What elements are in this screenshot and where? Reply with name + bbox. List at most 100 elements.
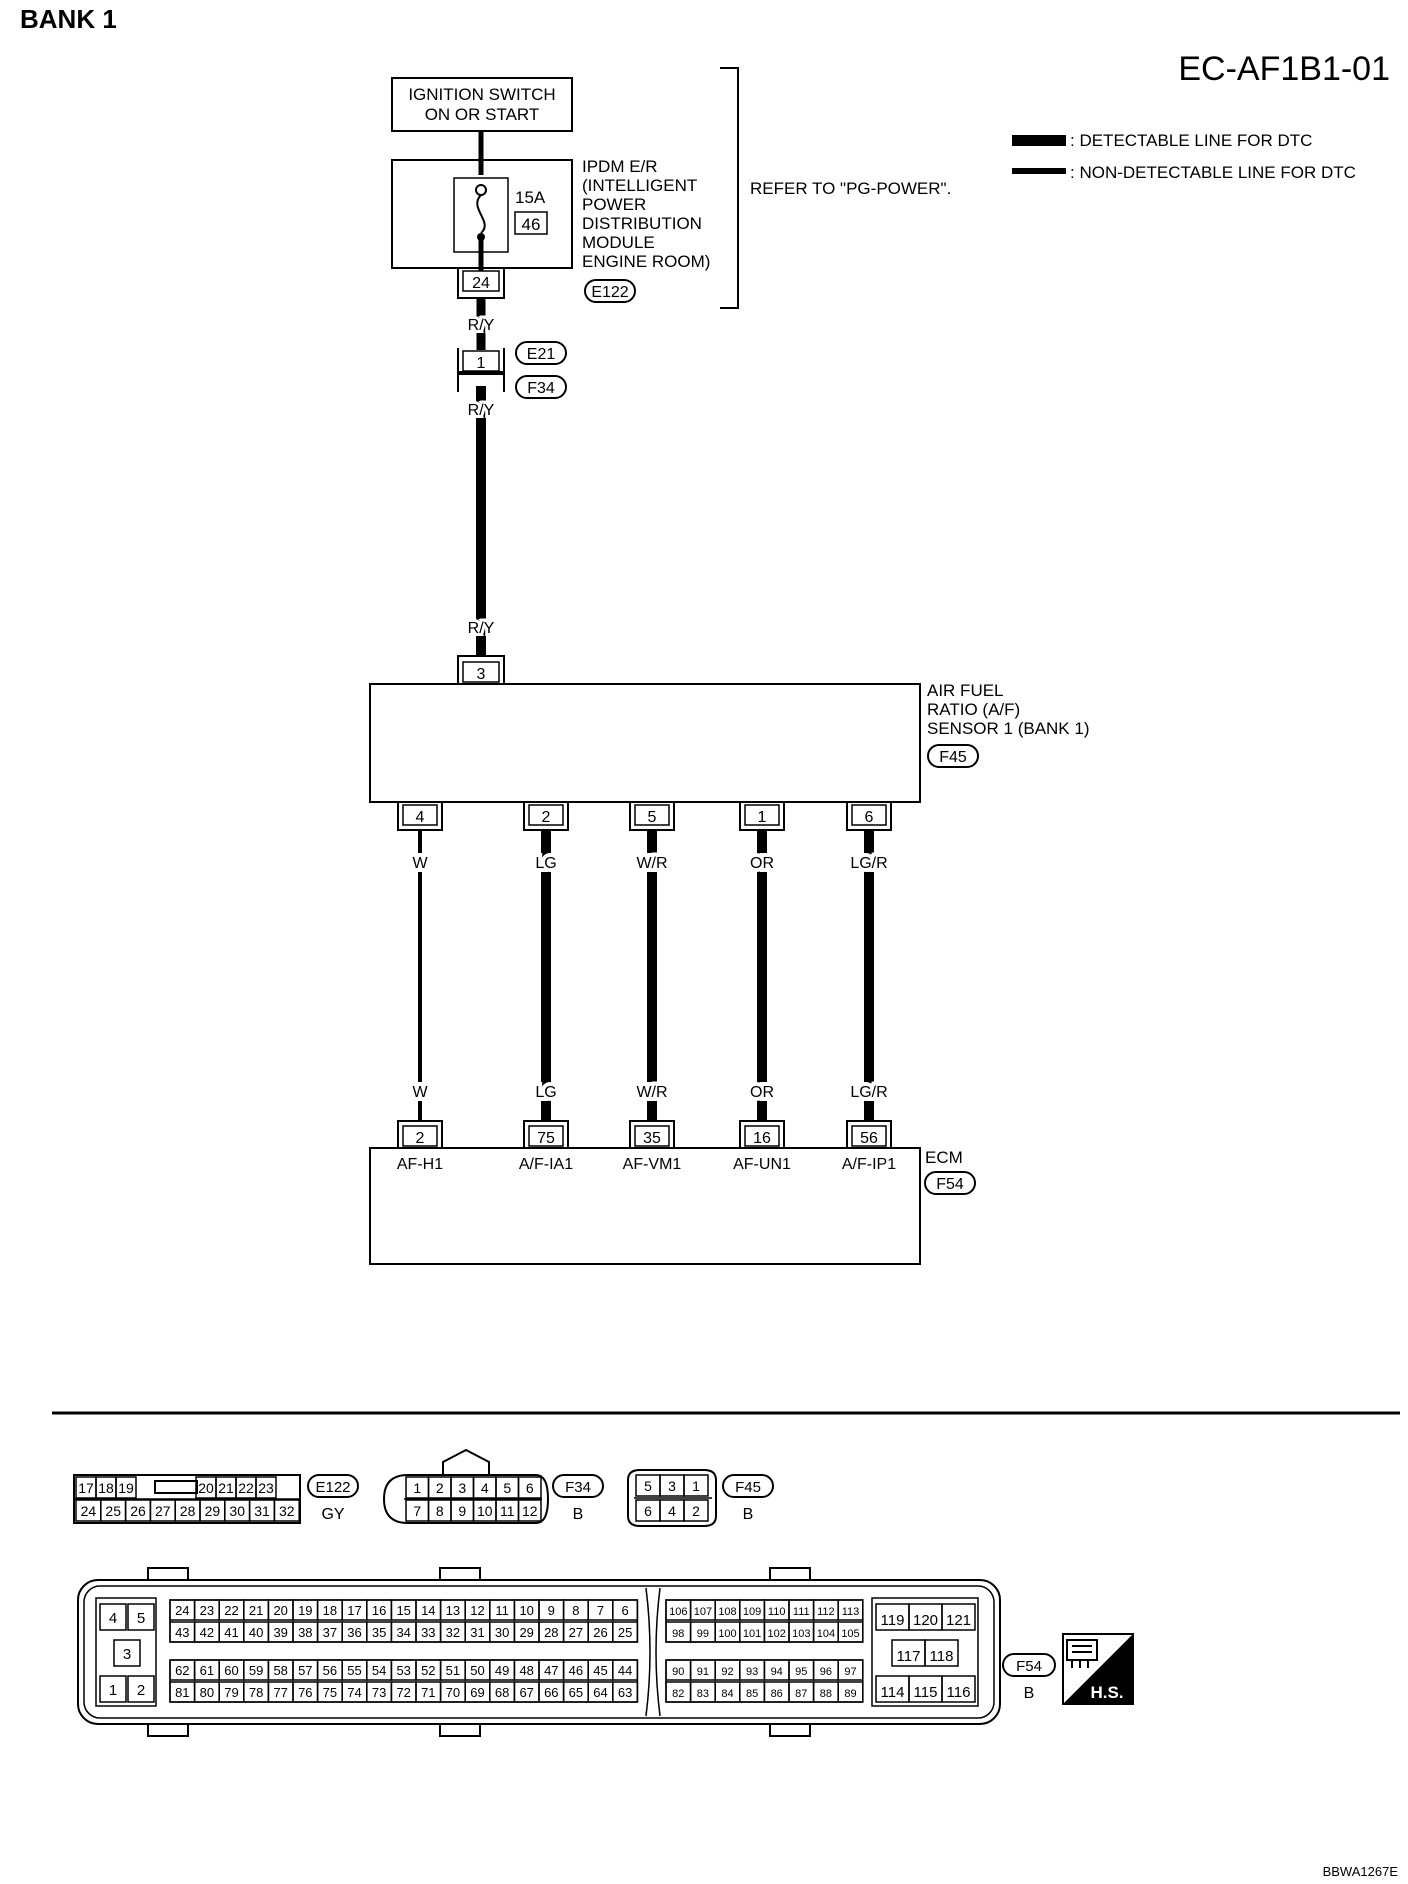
cavity-number: 74 (347, 1685, 361, 1700)
e122-blank-cavity (154, 1480, 198, 1494)
sensor-pin-number: 5 (648, 809, 657, 826)
cavity-number: 61 (200, 1663, 214, 1678)
cavity-number: 116 (947, 1684, 971, 1701)
cavity-number: 64 (593, 1685, 607, 1700)
cavity-number: 27 (155, 1503, 171, 1519)
sensor-pin: 4 (397, 802, 443, 831)
wire-color-bottom: LG (535, 1084, 556, 1101)
ipdm-er-module: 15A 46 (391, 159, 573, 269)
cavity-number: 54 (372, 1663, 386, 1678)
cavity-number: 91 (697, 1666, 709, 1678)
wire-color-top: LG/R (850, 855, 887, 872)
cavity-number: 10 (519, 1603, 533, 1618)
cavity (941, 1675, 976, 1703)
cavity-number: 63 (618, 1685, 632, 1700)
cavity-number: 56 (323, 1663, 337, 1678)
cavity-number: 110 (768, 1606, 786, 1618)
sensor-pin-number: 1 (758, 809, 767, 826)
cavity (517, 1499, 542, 1522)
cavity-number: 31 (254, 1503, 270, 1519)
cavity-number: 17 (78, 1480, 94, 1496)
cavity-number: 25 (105, 1503, 121, 1519)
cavity-number: 70 (446, 1685, 460, 1700)
cavity-number: 32 (446, 1625, 460, 1640)
fuse-number-box (514, 211, 548, 235)
cavity-number: 104 (817, 1628, 835, 1640)
svg-text:E122: E122 (591, 284, 628, 301)
ecm-label: ECM (925, 1148, 963, 1167)
connector-badge-e21: E21 (515, 341, 567, 365)
fuse-element (476, 194, 486, 234)
cavity-number: 68 (495, 1685, 509, 1700)
ipdm-pin-24: 24 (457, 268, 505, 299)
af-sensor-box (369, 683, 921, 803)
cavity-number: 17 (347, 1603, 361, 1618)
wire-color-top: OR (750, 855, 774, 872)
wire-color-bottom: W/R (636, 1084, 667, 1101)
cavity-number: 24 (175, 1603, 189, 1618)
cavity-number: 118 (930, 1648, 954, 1665)
cavity-number: 1 (692, 1478, 700, 1494)
cavity-number: 1 (109, 1682, 117, 1699)
ecm-pin-number: 35 (643, 1130, 661, 1147)
ecm-signal-name: AF-VM1 (623, 1156, 682, 1173)
cavity (99, 1603, 127, 1631)
cavity-number: 20 (198, 1480, 214, 1496)
refer-note: REFER TO "PG-POWER". (750, 179, 951, 198)
ipdm-label: IPDM E/R (INTELLIGENT POWER DISTRIBUTION… (582, 157, 710, 271)
cavity-number: 21 (218, 1480, 234, 1496)
ecm-pin-number: 56 (860, 1130, 878, 1147)
connector-e122-id: E122 (315, 1479, 350, 1496)
cavity-number: 72 (396, 1685, 410, 1700)
svg-text:F34: F34 (527, 380, 555, 397)
cavity (837, 1681, 864, 1703)
svg-text:E21: E21 (527, 346, 556, 363)
ipdm-label-line: DISTRIBUTION (582, 214, 702, 233)
cavity-number: 106 (669, 1606, 687, 1618)
cavity-number: 7 (413, 1503, 421, 1519)
cavity-number: 16 (372, 1603, 386, 1618)
svg-text:F54: F54 (936, 1176, 964, 1193)
sensor-pin: 6 (846, 802, 892, 831)
cavity-number: 45 (593, 1663, 607, 1678)
cavity-number: 113 (842, 1606, 860, 1618)
cavity-number: 37 (323, 1625, 337, 1640)
ecm-pin-number: 75 (537, 1130, 555, 1147)
cavity-number: 111 (793, 1606, 810, 1618)
cavity-number: 76 (298, 1685, 312, 1700)
cavity-number: 78 (249, 1685, 263, 1700)
cavity-number: 103 (792, 1628, 810, 1640)
cavity (924, 1639, 959, 1667)
cavity-number: 94 (771, 1666, 783, 1678)
cavity-number: 59 (249, 1663, 263, 1678)
ecm-pin: 75 (523, 1120, 569, 1148)
cavity (612, 1659, 639, 1681)
cavity-number: 18 (98, 1480, 114, 1496)
cavity-number: 115 (914, 1684, 938, 1701)
cavity-number: 26 (130, 1503, 146, 1519)
legend-non-detectable-text: : NON-DETECTABLE LINE FOR DTC (1070, 163, 1356, 182)
ipdm-label-line: (INTELLIGENT (582, 176, 697, 195)
cavity-number: 34 (396, 1625, 410, 1640)
ecm-pin: 16 (739, 1120, 785, 1148)
harness-side-icon: H.S. (1062, 1633, 1134, 1705)
cavity-number: 50 (470, 1663, 484, 1678)
connector-f45-color: B (743, 1506, 754, 1523)
connector-f45-id: F45 (735, 1479, 761, 1496)
connector-badge-f34: F34 (515, 375, 567, 399)
ipdm-label-line: MODULE (582, 233, 655, 252)
cavity-number: 30 (229, 1503, 245, 1519)
cavity-number: 2 (137, 1682, 145, 1699)
cavity-number: 75 (323, 1685, 337, 1700)
cavity-number: 5 (644, 1478, 652, 1494)
cavity-number: 6 (644, 1503, 652, 1519)
cavity-number: 27 (569, 1625, 583, 1640)
cavity (99, 1675, 127, 1703)
connector-e122-color: GY (321, 1506, 344, 1523)
cavity-number: 15 (396, 1603, 410, 1618)
cavity (683, 1474, 709, 1497)
